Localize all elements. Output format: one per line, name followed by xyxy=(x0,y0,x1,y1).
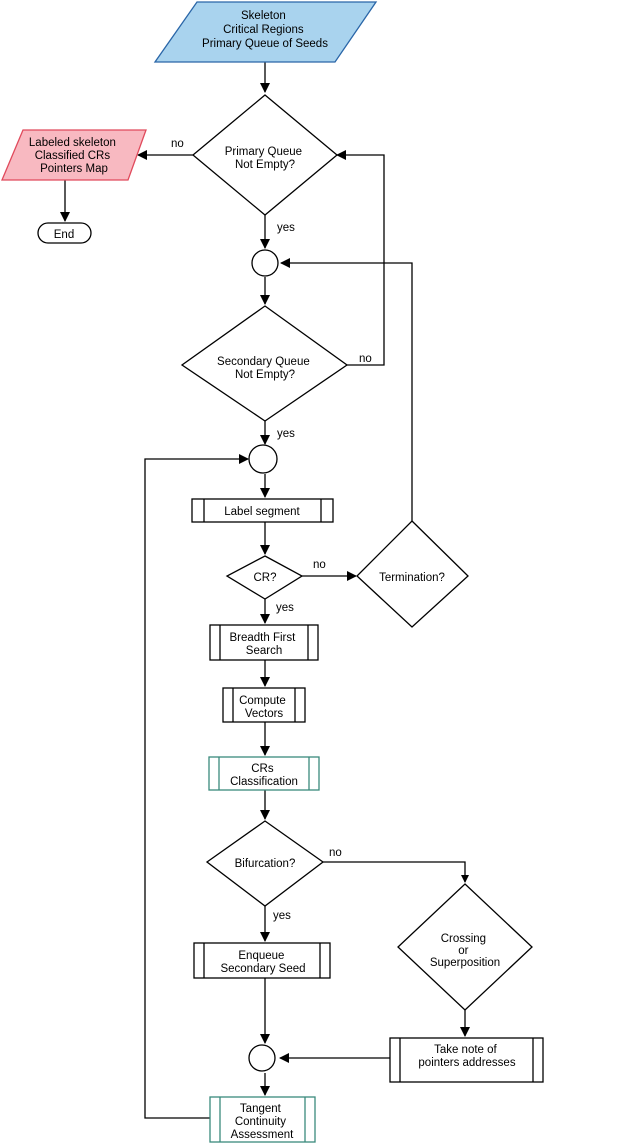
svg-text:Compute Vectors: Compute Vectors xyxy=(239,695,289,720)
end-label: End xyxy=(54,229,74,241)
take-note-line: Take note of xyxy=(434,1044,497,1056)
primary-queue-decision: Primary Queue Not Empty? xyxy=(191,94,339,216)
enqueue-process: Enqueue Secondary Seed xyxy=(193,942,331,979)
edge-labels: no yes no yes no yes no yes xyxy=(171,138,372,922)
label-bifurcation-yes: yes xyxy=(273,910,291,922)
output-shape xyxy=(1,129,147,181)
crossing-decision: Crossing or Superposition xyxy=(397,883,533,1011)
tangent-line: Continuity xyxy=(235,1116,286,1128)
tangent-continuity-process: Tangent Continuity Assessment xyxy=(209,1096,316,1143)
secondary-queue-diamond xyxy=(180,305,349,422)
svg-text:Secondary Queue Not Empt: Secondary Queue Not Empty? xyxy=(217,356,313,381)
label-bifurcation-no: no xyxy=(329,847,342,859)
enqueue-line: Enqueue xyxy=(238,950,284,962)
svg-text:Tangent Continuity: Tangent Continuity Assessment xyxy=(231,1103,294,1141)
bfs-box xyxy=(209,624,319,661)
output-line: Labeled skeleton xyxy=(29,137,116,149)
edge-termination-to-merge1 xyxy=(280,258,413,521)
svg-text:Crossing or Superp: Crossing or Superposition xyxy=(430,933,500,969)
compute-vectors-process: Compute Vectors xyxy=(222,687,306,723)
bifurcation-diamond xyxy=(205,820,325,907)
end-node: End xyxy=(37,222,92,244)
bifurcation-label: Bifurcation? xyxy=(235,858,296,870)
label-cr-no: no xyxy=(313,559,326,571)
cr-label: CR? xyxy=(253,572,276,584)
edge-tangent-loop-to-merge2 xyxy=(144,454,249,1119)
crs-classification-line: Classification xyxy=(230,776,298,788)
svg-text:Enqueue Secondary Seed: Enqueue Secondary Seed xyxy=(220,950,305,975)
input-line: Critical Regions xyxy=(223,24,304,36)
primary-queue-diamond xyxy=(191,94,339,216)
crossing-diamond xyxy=(397,883,533,1011)
crs-classification-box xyxy=(208,756,320,791)
cr-decision: CR? xyxy=(225,555,304,600)
tangent-line: Tangent xyxy=(240,1103,282,1115)
label-cr-yes: yes xyxy=(276,602,294,614)
output-line: Pointers Map xyxy=(40,163,108,175)
end-shape xyxy=(37,222,92,244)
crossing-line: Superposition xyxy=(430,957,500,969)
output-line: Classified CRs xyxy=(35,150,111,162)
label-primary-yes: yes xyxy=(277,222,295,234)
bfs-line: Search xyxy=(246,645,282,657)
label-segment-box xyxy=(191,498,334,523)
crs-classification-line: CRs xyxy=(251,763,274,775)
termination-diamond xyxy=(356,520,469,628)
termination-decision: Termination? xyxy=(356,520,469,628)
take-note-process: Take note of pointers addresses xyxy=(389,1037,544,1083)
take-note-box xyxy=(389,1037,544,1083)
bifurcation-decision: Bifurcation? xyxy=(205,820,325,907)
input-shape xyxy=(153,1,378,63)
svg-text:Skeleton Critical Region: Skeleton Critical Regions Primary Queue … xyxy=(202,10,328,50)
label-primary-no: no xyxy=(171,138,184,150)
label-secondary-no: no xyxy=(359,353,372,365)
edge-secondary-no-to-primary xyxy=(336,150,385,366)
input-node: Skeleton Critical Regions Primary Queue … xyxy=(153,1,378,63)
svg-text:Take note of pointers ad: Take note of pointers addresses xyxy=(418,1044,515,1069)
bfs-process: Breadth First Search xyxy=(209,624,319,661)
cr-diamond xyxy=(225,555,304,600)
label-segment-process: Label segment xyxy=(191,498,334,523)
label-secondary-yes: yes xyxy=(277,428,295,440)
tangent-line: Assessment xyxy=(231,1129,294,1141)
take-note-line: pointers addresses xyxy=(418,1057,515,1069)
primary-queue-line: Primary Queue xyxy=(225,146,302,158)
merge-circle-1 xyxy=(251,249,279,277)
connectors xyxy=(60,62,470,1119)
secondary-queue-line: Not Empty? xyxy=(235,369,295,381)
crossing-line: Crossing xyxy=(441,933,486,945)
secondary-queue-line: Secondary Queue xyxy=(217,356,310,368)
tangent-box xyxy=(209,1096,316,1143)
compute-vectors-box xyxy=(222,687,306,723)
svg-text:Primary Queue Not Empty?: Primary Queue Not Empty? xyxy=(225,146,306,171)
bfs-line: Breadth First xyxy=(229,632,296,644)
enqueue-box xyxy=(193,942,331,979)
enqueue-line: Secondary Seed xyxy=(220,963,305,975)
label-segment-text: Label segment xyxy=(224,506,300,518)
termination-label: Termination? xyxy=(379,572,445,584)
crossing-line: or xyxy=(458,945,468,957)
input-line: Primary Queue of Seeds xyxy=(202,38,328,50)
compute-vectors-line: Compute xyxy=(239,695,286,707)
crs-classification-process: CRs Classification xyxy=(208,756,320,791)
compute-vectors-line: Vectors xyxy=(245,708,284,720)
svg-text:Labeled skeleton Classif: Labeled skeleton Classified CRs Pointers… xyxy=(29,137,119,175)
edge-bifurcation-no-to-crossing xyxy=(323,861,469,883)
svg-text:CRs Classification: CRs Classification xyxy=(230,763,298,788)
output-node: Labeled skeleton Classified CRs Pointers… xyxy=(1,129,147,181)
secondary-queue-decision: Secondary Queue Not Empty? xyxy=(180,305,349,422)
input-line: Skeleton xyxy=(241,10,286,22)
primary-queue-line: Not Empty? xyxy=(235,159,295,171)
merge-circle-2 xyxy=(248,444,278,474)
merge-circle-3 xyxy=(248,1044,276,1072)
svg-text:Breadth First Search: Breadth First Search xyxy=(229,632,298,657)
